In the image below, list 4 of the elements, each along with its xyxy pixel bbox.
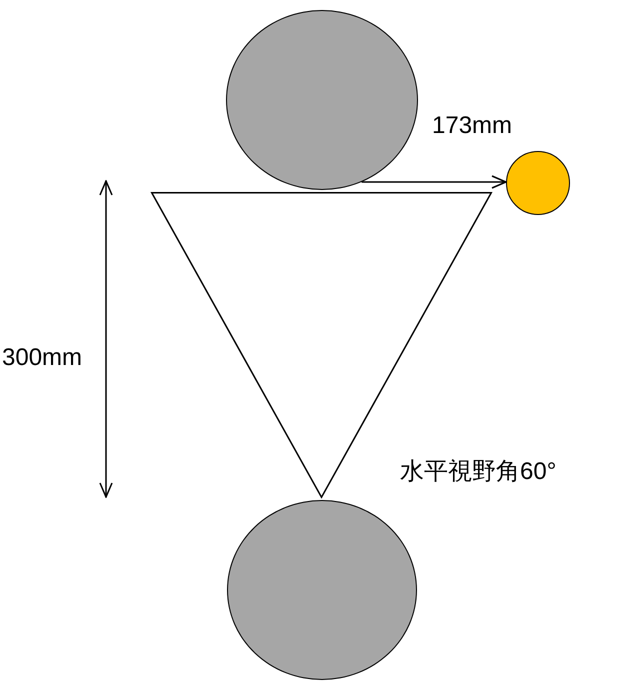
arrow — [362, 175, 507, 189]
angle-label: 水平視野角60° — [400, 458, 556, 486]
edge-label: 173mm — [432, 112, 512, 140]
dimension-label: 300mm — [2, 344, 82, 372]
